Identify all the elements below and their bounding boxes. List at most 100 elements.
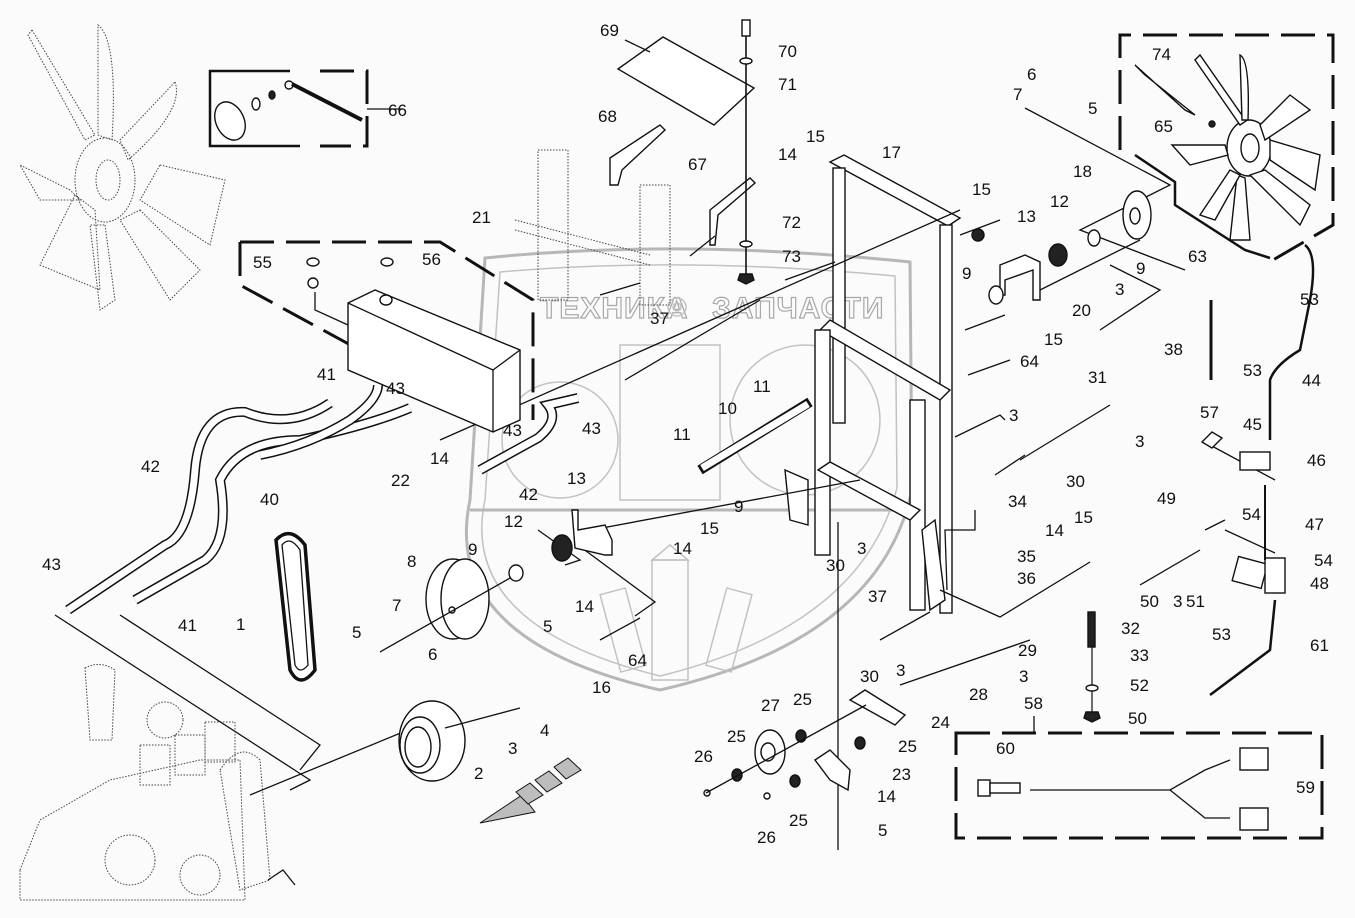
callout-40: 40 [260,490,279,509]
callout-14: 14 [877,787,896,806]
callout-48: 48 [1310,574,1329,593]
callout-70: 70 [778,42,797,61]
callout-13: 13 [1017,207,1036,226]
callout-54: 54 [1242,505,1261,524]
assembly-guide-lines [54,107,1276,850]
callout-50: 50 [1128,709,1147,728]
bracket-68 [609,124,667,186]
callout-67: 67 [688,155,707,174]
harness-kit-58 [954,716,1324,840]
cover-plate-69 [616,36,756,126]
tensioner-assembly [703,689,907,800]
callout-65: 65 [1154,117,1173,136]
radiator-ghost [514,149,671,306]
bearing-12-lower [508,509,613,582]
callout-5: 5 [878,821,887,840]
callout-14: 14 [430,449,449,468]
callout-42: 42 [141,457,160,476]
callout-42: 42 [519,485,538,504]
callout-9: 9 [734,497,743,516]
callout-35: 35 [1017,547,1036,566]
arrow-down-left-icon [479,757,582,824]
callout-32: 32 [1121,619,1140,638]
callout-13: 13 [567,469,586,488]
callout-37: 37 [868,587,887,606]
callout-33: 33 [1130,646,1149,665]
callout-46: 46 [1307,451,1326,470]
callout-2: 2 [474,764,483,783]
bracket-67 [599,177,757,296]
callout-3: 3 [1019,667,1028,686]
callout-49: 49 [1157,489,1176,508]
callout-53: 53 [1212,625,1231,644]
callout-53: 53 [1300,290,1319,309]
watermark-text-right: ЗАПЧАСТИ [712,292,884,325]
callout-26: 26 [694,747,713,766]
callout-16: 16 [592,678,611,697]
callout-59: 59 [1296,778,1315,797]
watermark-text-left: ТЕХНИКА [540,292,689,325]
hub-18-upper [971,190,1152,305]
callout-25: 25 [793,690,812,709]
callout-3: 3 [508,739,517,758]
callout-26: 26 [757,828,776,847]
callout-21: 21 [472,208,491,227]
damper-pulley-2 [398,700,521,782]
callout-5: 5 [543,617,552,636]
callout-14: 14 [673,539,692,558]
callout-58: 58 [1024,694,1043,713]
callout-36: 36 [1017,569,1036,588]
callout-18: 18 [1073,162,1092,181]
callout-3: 3 [1135,432,1144,451]
callout-11: 11 [753,377,771,396]
callout-20: 20 [1072,301,1091,320]
callout-63: 63 [1188,247,1207,266]
bolt-70-washer-71-72-nut-73 [737,19,755,285]
callout-52: 52 [1130,676,1149,695]
callout-10: 10 [718,399,737,418]
callout-41: 41 [178,616,197,635]
callout-9: 9 [1136,259,1145,278]
callout-64: 64 [628,651,647,670]
callout-47: 47 [1305,515,1324,534]
kit-66-seal-set [208,69,403,148]
callout-3: 3 [857,539,866,558]
callout-54: 54 [1314,551,1333,570]
callout-24: 24 [931,713,950,732]
callout-3: 3 [896,661,905,680]
callout-38: 38 [1164,340,1183,359]
callout-5: 5 [1088,99,1097,118]
callout-6: 6 [1027,65,1036,84]
callout-25: 25 [789,811,808,830]
callout-71: 71 [778,75,797,94]
callout-55: 55 [253,253,272,272]
callout-66: 66 [388,101,407,120]
fan-assembly-63 [1118,33,1335,262]
callout-22: 22 [391,471,410,490]
callout-43: 43 [503,421,522,440]
callout-28: 28 [969,685,988,704]
callout-15: 15 [806,127,825,146]
callout-12: 12 [1050,192,1069,211]
callout-12: 12 [504,512,523,531]
callout-17: 17 [882,143,901,162]
pulley-8 [379,558,511,653]
callout-56: 56 [422,250,441,269]
callout-34: 34 [1008,492,1027,511]
callout-9: 9 [468,540,477,559]
callout-30: 30 [860,667,879,686]
callout-30: 30 [826,556,845,575]
callout-29: 29 [1018,641,1037,660]
gear-icon [667,297,687,317]
callout-9: 9 [962,264,971,283]
callout-15: 15 [700,519,719,538]
callout-3: 3 [1173,592,1182,611]
callout-61: 61 [1310,636,1329,655]
callout-51: 51 [1186,592,1205,611]
engine-ghost [19,664,296,901]
callout-15: 15 [1074,508,1093,527]
oil-cooler-21 [238,240,535,433]
callout-15: 15 [972,180,991,199]
